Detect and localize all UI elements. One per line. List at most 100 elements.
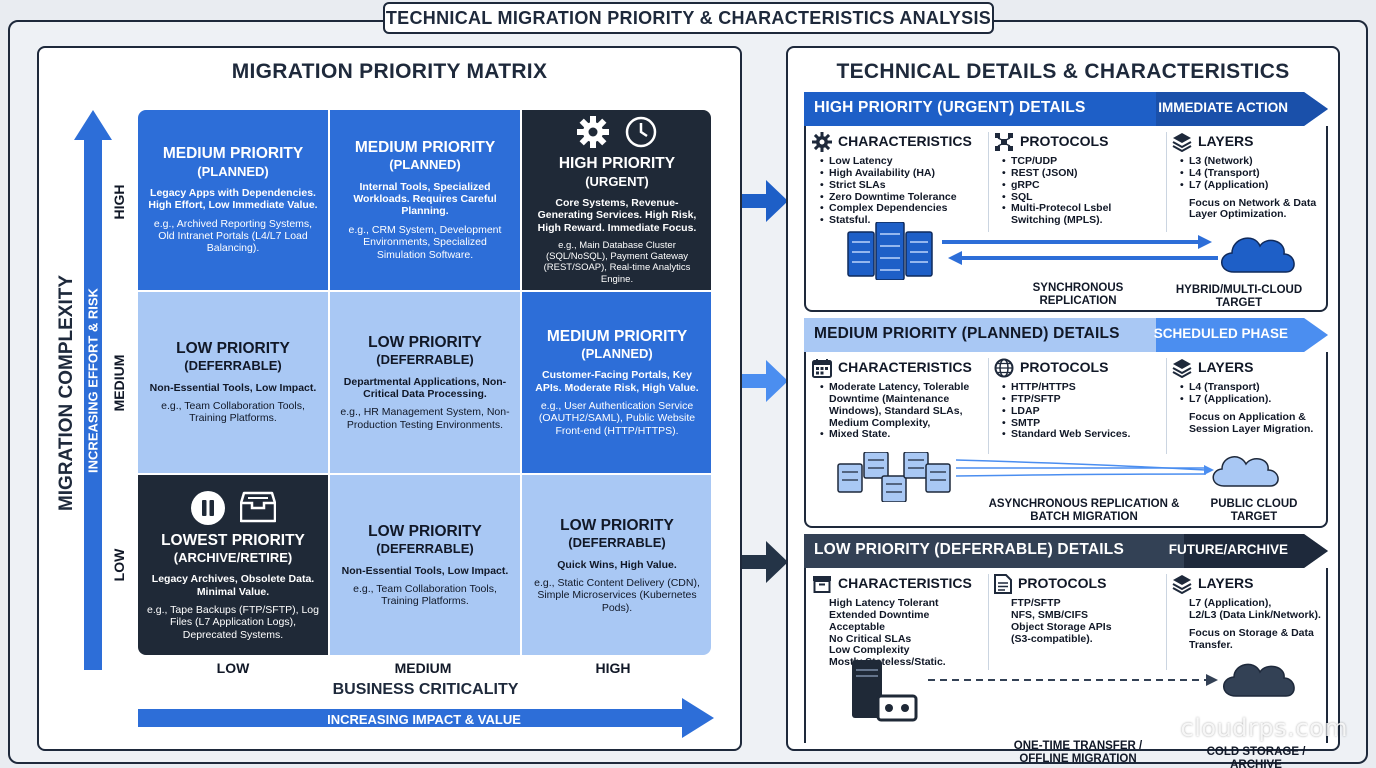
column-divider [988, 574, 989, 670]
high-characteristics: CHARACTERISTICS Low Latency High Availab… [812, 132, 984, 227]
flow-target-label: COLD STORAGE / ARCHIVE [1206, 746, 1306, 768]
cell-summary: Internal Tools, Specialized Workloads. R… [353, 180, 497, 218]
characteristic-item: High Latency Tolerant [829, 597, 939, 609]
gear-icon [577, 116, 609, 149]
cell-priority-tag: (DEFERRABLE) [376, 352, 474, 368]
cell-priority: LOWEST PRIORITY [161, 531, 305, 549]
column-divider [1166, 132, 1167, 232]
characteristic-item: Complex Dependencies [820, 203, 984, 216]
priority-matrix-panel: MIGRATION PRIORITY MATRIX MIGRATION COMP… [37, 46, 742, 751]
layer-item: L2/L3 (Data Link/Network). [1189, 608, 1321, 621]
cell-summary: Legacy Archives, Obsolete Data. Minimal … [151, 573, 315, 598]
characteristic-item: Extended Downtime Acceptable [829, 608, 930, 633]
connector-arrow-medium [742, 360, 788, 402]
medium-band-action: SCHEDULED PHASE [1153, 326, 1288, 341]
x-axis-arrow [138, 698, 714, 738]
characteristic-item: Statsful. [820, 214, 984, 227]
cell-medium-complexity-medium-criticality: LOW PRIORITY (DEFERRABLE) Departmental A… [330, 292, 520, 473]
column-divider [988, 358, 989, 454]
high-band-action: IMMEDIATE ACTION [1158, 100, 1288, 115]
cell-priority-tag: (ARCHIVE/RETIRE) [173, 550, 293, 566]
pause-icon [191, 490, 225, 525]
cell-priority-tag: (PLANNED) [197, 163, 269, 179]
watermark: cloudrps.com [1180, 714, 1348, 742]
medium-band-body: CHARACTERISTICS Moderate Latency, Tolera… [804, 352, 1328, 528]
col-label-high: HIGH [595, 660, 631, 676]
x-axis-subtitle: INCREASING IMPACT & VALUE [327, 712, 521, 727]
protocol-item: FTP/SFTP [1002, 393, 1162, 406]
low-protocols: PROTOCOLS FTP/SFTP NFS, SMB/CIFS Object … [994, 574, 1162, 645]
layer-item: L3 (Network) [1180, 155, 1326, 168]
high-layers-label: LAYERS [1198, 133, 1254, 150]
medium-characteristics-label: CHARACTERISTICS [838, 359, 972, 376]
gear-icon [812, 132, 832, 152]
low-protocols-label: PROTOCOLS [1018, 575, 1107, 592]
protocol-item: Object Storage APIs [1011, 620, 1112, 633]
details-title: TECHNICAL DETAILS & CHARACTERISTICS [836, 60, 1290, 83]
column-divider [1166, 358, 1167, 454]
protocol-item: HTTP/HTTPS [1002, 381, 1162, 394]
tower-server-icon [852, 660, 882, 718]
server-cluster-icon [837, 452, 951, 502]
protocol-item: REST (JSON) [1002, 167, 1162, 180]
protocol-item: Standard Web Services. [1002, 429, 1162, 442]
cell-priority: LOW PRIORITY [176, 340, 290, 358]
high-layers: LAYERS L3 (Network) L4 (Transport) L7 (A… [1172, 132, 1326, 221]
high-band-header [804, 92, 1328, 126]
medium-protocols: PROTOCOLS HTTP/HTTPS FTP/SFTP LDAP SMTP … [994, 358, 1162, 441]
cell-examples: e.g., Archived Reporting Systems, Old In… [153, 217, 313, 255]
cell-summary: Core Systems, Revenue-Generating Service… [537, 196, 697, 234]
layer-note: Focus on Application & Session Layer Mig… [1189, 410, 1314, 435]
cell-high-complexity-high-criticality: HIGH PRIORITY (URGENT) Core Systems, Rev… [522, 110, 711, 290]
cell-priority-tag: (PLANNED) [581, 346, 653, 362]
layer-item: L7 (Application). [1180, 393, 1326, 406]
cell-medium-complexity-low-criticality: LOW PRIORITY (DEFERRABLE) Non-Essential … [138, 292, 328, 473]
cell-priority: MEDIUM PRIORITY [354, 139, 496, 157]
cell-examples: e.g., HR Management System, Non-Producti… [340, 406, 510, 431]
protocol-item: SQL [1002, 191, 1162, 204]
low-layers-label: LAYERS [1198, 575, 1254, 592]
protocol-item: TCP/UDP [1002, 155, 1162, 168]
layer-item: L4 (Transport) [1180, 381, 1326, 394]
flow-target-label: HYBRID/MULTI-CLOUD TARGET [1175, 284, 1303, 310]
connector-arrow-low [742, 541, 788, 583]
low-layers: LAYERS L7 (Application), L2/L3 (Data Lin… [1172, 574, 1326, 651]
cell-summary: Non-Essential Tools, Low Impact. [149, 381, 317, 394]
cell-priority-tag: (DEFERRABLE) [376, 541, 474, 557]
archive-box-icon [240, 491, 276, 522]
cell-low-complexity-medium-criticality: LOW PRIORITY (DEFERRABLE) Non-Essential … [330, 475, 520, 655]
server-rack-icon [847, 222, 933, 280]
characteristic-item: Moderate Latency, Tolerable Downtime (Ma… [820, 381, 984, 429]
layer-note: Focus on Network & Data Layer Optimizati… [1189, 196, 1317, 221]
characteristic-item: Low Latency [820, 155, 984, 168]
flow-source-label: ASYNCHRONOUS REPLICATION & BATCH MIGRATI… [988, 498, 1180, 524]
cell-priority-tag: (DEFERRABLE) [184, 358, 282, 374]
column-divider [1166, 574, 1167, 670]
protocol-item: FTP/SFTP [1011, 597, 1061, 609]
cell-medium-complexity-high-criticality: MEDIUM PRIORITY (PLANNED) Customer-Facin… [522, 292, 711, 473]
cell-examples: e.g., Static Content Delivery (CDN), Sim… [534, 576, 700, 614]
protocol-item: SMTP [1002, 417, 1162, 430]
page-title: TECHNICAL MIGRATION PRIORITY & CHARACTER… [383, 2, 994, 34]
cell-priority-tag: (URGENT) [585, 173, 649, 189]
flow-target-label: PUBLIC CLOUD TARGET [1210, 498, 1298, 524]
protocol-item: (S3-compatible). [1011, 632, 1093, 645]
flow-source-label: SYNCHRONOUS REPLICATION [1032, 282, 1124, 308]
globe-icon [994, 358, 1014, 378]
archive-box-icon [813, 576, 831, 593]
y-axis-title: MIGRATION COMPLEXITY [56, 274, 77, 512]
priority-matrix: MEDIUM PRIORITY (PLANNED) Legacy Apps wi… [138, 110, 711, 655]
low-characteristics: CHARACTERISTICS High Latency Tolerant Ex… [812, 574, 984, 669]
offline-migration-flow [852, 660, 1295, 722]
characteristic-item: High Availability (HA) [820, 167, 984, 180]
cell-priority: HIGH PRIORITY [558, 155, 676, 173]
synchronous-replication-flow [847, 222, 1295, 280]
cell-summary: Non-Essential Tools, Low Impact. [341, 564, 509, 577]
medium-layers: LAYERS L4 (Transport) L7 (Application). … [1172, 358, 1326, 435]
cell-low-complexity-high-criticality: LOW PRIORITY (DEFERRABLE) Quick Wins, Hi… [522, 475, 711, 655]
low-characteristics-label: CHARACTERISTICS [838, 575, 972, 592]
protocol-item: LDAP [1002, 405, 1162, 418]
cell-summary: Customer-Facing Portals, Key APIs. Moder… [535, 369, 699, 394]
x-axis-title: BUSINESS CRITICALITY [332, 681, 519, 698]
medium-protocols-label: PROTOCOLS [1020, 359, 1109, 376]
